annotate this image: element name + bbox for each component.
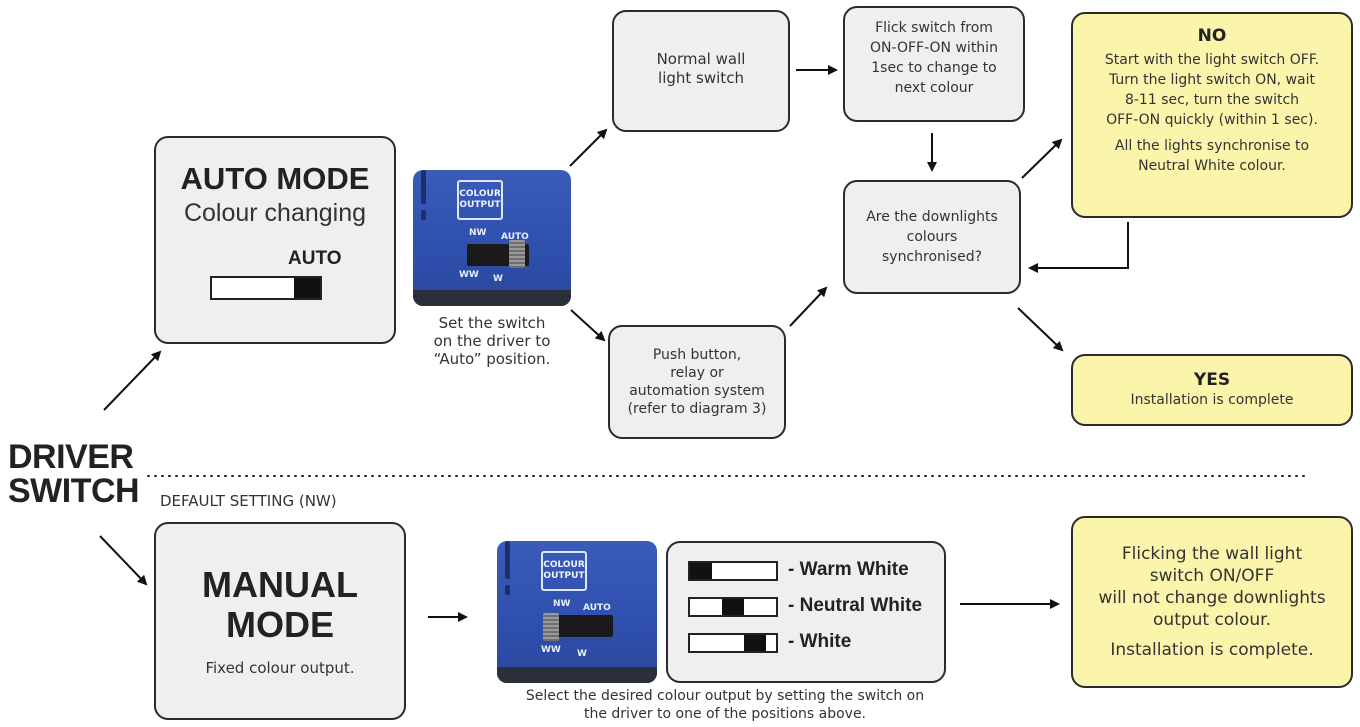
push-button-box: Push button, relay or automation system … [608, 325, 786, 439]
yes-title: YES [1193, 370, 1231, 390]
position-slider [688, 561, 778, 581]
switch-position-row: - Neutral White [668, 595, 944, 621]
switch-position-row: - Warm White [668, 559, 944, 585]
synchronised-question-box: Are the downlights colours synchronised? [843, 180, 1021, 294]
driver-switch-line2: SWITCH [8, 472, 140, 510]
arrow-question-to-no [1021, 138, 1063, 179]
manual-mode-title: MANUAL MODE [202, 564, 358, 645]
position-label: - Neutral White [788, 595, 923, 616]
auto-switch-label: AUTO [288, 248, 342, 269]
auto-photo-caption: Set the switch on the driver to “Auto” p… [433, 314, 551, 368]
arrow-push-to-question [789, 286, 828, 327]
no-title: NO [1197, 26, 1227, 46]
manual-photo-caption: Select the desired colour output by sett… [525, 688, 925, 722]
position-slider [688, 633, 778, 653]
manual-mode-subtitle: Fixed colour output. [205, 659, 355, 677]
arrow-photo-to-push [570, 309, 606, 342]
arrow-question-to-yes [1017, 307, 1064, 352]
arrow-driver-to-auto [103, 350, 162, 411]
arrow-driver-to-manual [99, 535, 148, 586]
default-setting-label: DEFAULT SETTING (NW) [160, 492, 337, 510]
arrow-no-loop-back [1028, 222, 1129, 273]
normal-switch-box: Normal wall light switch [612, 10, 790, 132]
flick-switch-box: Flick switch from ON-OFF-ON within 1sec … [843, 6, 1025, 122]
auto-mode-box: AUTO MODE Colour changing [154, 136, 396, 344]
position-label: - White [788, 631, 852, 652]
auto-switch-knob [294, 278, 320, 298]
no-result-box: NO Start with the light switch OFF. Turn… [1071, 12, 1353, 218]
photo-switch-knob-auto [509, 240, 525, 268]
yes-result-box: YES Installation is complete [1071, 354, 1353, 426]
arrow-photo-to-normal [569, 128, 608, 167]
switch-positions-box: - Warm White - Neutral White - White [666, 541, 946, 683]
auto-mode-subtitle: Colour changing [183, 199, 367, 227]
position-label: - Warm White [788, 559, 909, 580]
position-slider-knob [690, 563, 712, 579]
switch-position-row: - White [668, 631, 944, 657]
auto-switch-slider [210, 276, 322, 300]
manual-mode-box: MANUAL MODE Fixed colour output. [154, 522, 406, 720]
position-slider [688, 597, 778, 617]
photo-switch-knob-manual [543, 613, 559, 641]
position-slider-knob [722, 599, 744, 615]
auto-mode-title: AUTO MODE [180, 161, 370, 196]
position-slider-knob [744, 635, 766, 651]
driver-switch-line1: DRIVER [8, 438, 134, 476]
driver-switch-label: DRIVER SWITCH [8, 438, 140, 510]
manual-result-box: Flicking the wall light switch ON/OFF wi… [1071, 516, 1353, 688]
